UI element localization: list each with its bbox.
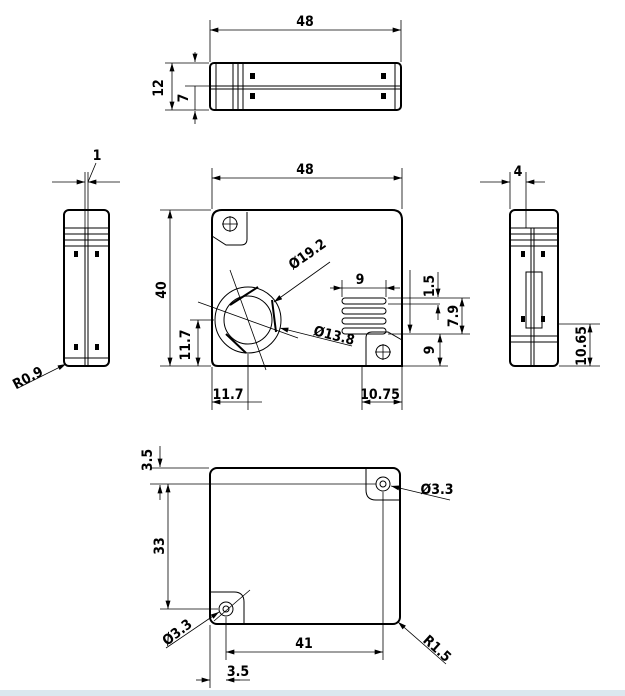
vent-slot-1	[341, 297, 387, 305]
slot-gap-label: 1.5	[422, 275, 438, 297]
circle-y-label: 11.7	[178, 329, 194, 360]
right-width-label: 4	[514, 164, 523, 180]
bottom-height-label: 33	[152, 537, 168, 555]
top-view: 48 12 7	[151, 14, 402, 124]
bottom-view-outline	[209, 467, 401, 625]
slot-height-label: 7.9	[446, 305, 462, 327]
bottom-offset-x-label: 3.5	[227, 664, 249, 680]
left-wall-label: 1	[93, 148, 102, 164]
hole-dia-bottom-label: Ø3.3	[160, 616, 196, 649]
slot-width-label: 9	[356, 272, 365, 288]
outer-diameter-label: Ø19.2	[286, 236, 329, 273]
front-height-label: 40	[154, 281, 170, 299]
bottom-offset-top-label: 3.5	[140, 449, 156, 471]
vent-slot-4	[341, 327, 387, 335]
slot-y-label: 9	[422, 346, 438, 355]
left-radius-label: R0.9	[10, 364, 46, 393]
vent-slot-3	[341, 317, 387, 325]
circle-x-label: 11.7	[212, 387, 243, 403]
right-view: 4 10.65	[480, 164, 600, 367]
left-view-outline	[63, 209, 110, 367]
mount-pad-top-left	[211, 212, 248, 246]
bottom-scroll-strip	[0, 690, 625, 696]
top-width-label: 48	[296, 14, 314, 30]
top-height-label: 12	[151, 79, 167, 97]
front-width-label: 48	[296, 162, 314, 178]
pad-bottom-left	[210, 591, 245, 624]
right-height-label: 10.65	[574, 326, 590, 366]
hole-x-label: 10.75	[360, 387, 400, 403]
corner-radius-label: R1.5	[419, 632, 453, 665]
inner-diameter-label: Ø13.8	[312, 323, 356, 349]
front-view: Ø19.2 Ø13.8 48 40 11.7 11.7 10.75	[154, 162, 470, 410]
front-view-outline	[211, 209, 403, 367]
bottom-width-label: 41	[295, 636, 313, 652]
vent-slot-2	[341, 307, 387, 315]
top-inner-label: 7	[176, 94, 192, 103]
mount-pad-bottom-right	[365, 331, 403, 366]
fan-outer-ring	[214, 286, 282, 354]
left-view: 1 R0.9	[10, 148, 120, 393]
pad-top-right	[365, 468, 400, 501]
hole-top-right	[375, 476, 391, 492]
fan-inner-ring	[223, 295, 273, 345]
bottom-view: 3.5 33 41 3.5 Ø3.3 Ø3.3 R1.5	[140, 446, 454, 688]
right-window	[525, 271, 543, 329]
hole-dia-top-label: Ø3.3	[420, 482, 453, 498]
hole-bottom-left	[218, 601, 234, 617]
